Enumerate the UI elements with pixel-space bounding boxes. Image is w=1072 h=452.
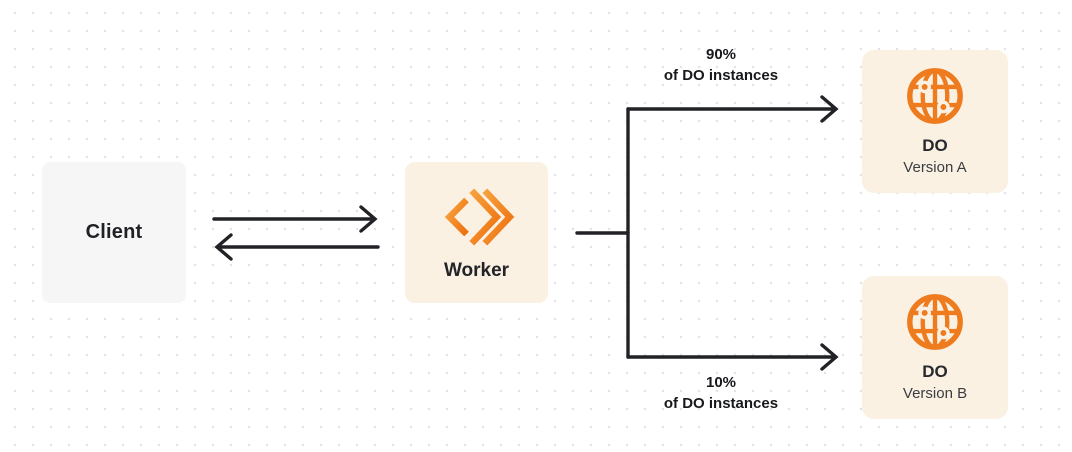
client-node: Client	[42, 162, 186, 303]
workers-logo-icon	[439, 184, 515, 250]
worker-label: Worker	[443, 259, 510, 281]
do-version-b-title: DO	[922, 362, 948, 382]
branch-to-do-a-arrow	[626, 95, 839, 123]
client-label: Client	[85, 221, 143, 243]
edge-label-90-percent-value: 90%	[705, 46, 737, 63]
worker-node: Worker	[405, 162, 548, 303]
edge-label-10-percent-caption: of DO instances	[663, 395, 779, 412]
do-version-a-title: DO	[922, 136, 948, 156]
worker-to-client-arrow	[214, 233, 380, 261]
do-version-a-subtitle: Version A	[903, 159, 967, 177]
globe-icon	[904, 291, 966, 353]
globe-icon	[904, 65, 966, 127]
do-version-a-node: DO Version A	[862, 50, 1008, 193]
edge-label-10-percent-value: 10%	[705, 374, 737, 391]
edge-label-10-percent: 10% of DO instances	[601, 372, 841, 414]
do-version-b-subtitle: Version B	[902, 385, 968, 403]
edge-label-90-percent-caption: of DO instances	[663, 67, 779, 84]
edge-label-90-percent: 90% of DO instances	[601, 44, 841, 86]
do-version-b-node: DO Version B	[862, 276, 1008, 419]
branch-to-do-b-arrow	[626, 343, 839, 371]
client-to-worker-arrow	[212, 205, 378, 233]
